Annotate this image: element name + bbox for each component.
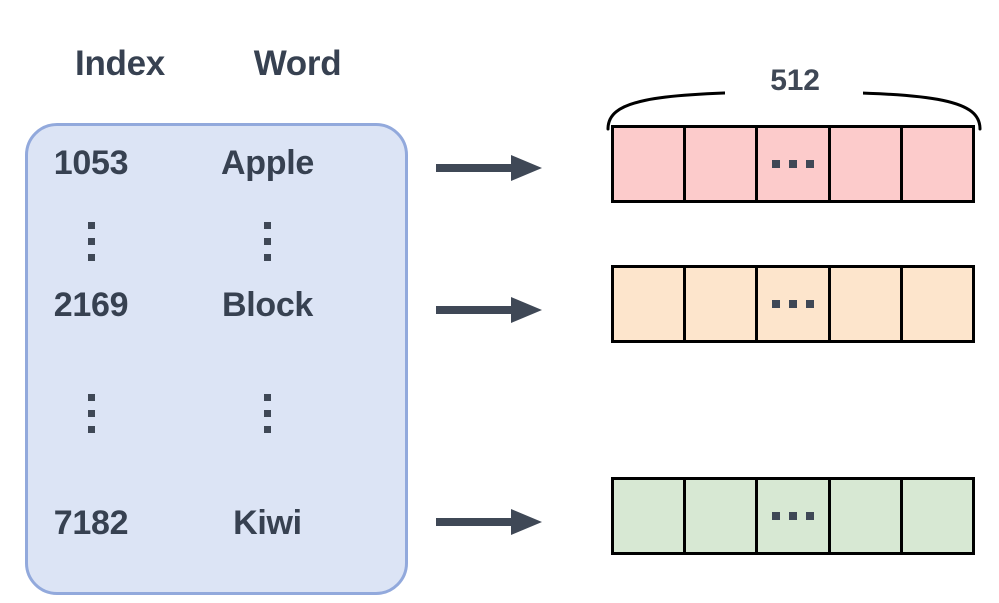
cell-index: 1053 (53, 143, 129, 182)
vector-cell-ellipsis (755, 125, 828, 203)
horizontal-ellipsis-icon (772, 512, 814, 520)
kiwi-embedding (611, 477, 976, 555)
arrow-apple (436, 155, 542, 181)
table-row: 1053 Apple (0, 140, 383, 186)
vector-cell (611, 477, 684, 555)
horizontal-ellipsis-icon (772, 160, 814, 168)
cell-index: 2169 (53, 285, 129, 324)
vector-cell (899, 477, 976, 555)
vertical-ellipsis-icon (2, 390, 180, 436)
vertical-ellipsis-icon (2, 218, 180, 264)
vector-cell-ellipsis (755, 265, 828, 343)
cell-word: Kiwi (233, 503, 302, 542)
arrow-block (436, 297, 542, 323)
block-embedding (611, 265, 976, 343)
vertical-ellipsis-icon (180, 390, 355, 436)
cell-word: Block (221, 285, 314, 324)
table-row: 7182 Kiwi (0, 500, 383, 546)
cell-index: 7182 (53, 503, 129, 542)
vector-cell (899, 125, 976, 203)
table-row: 2169 Block (0, 282, 383, 328)
vertical-ellipsis-icon (180, 218, 355, 264)
vector-cell (683, 125, 756, 203)
vector-cell (683, 265, 756, 343)
vector-cell (683, 477, 756, 555)
vector-cell-ellipsis (755, 477, 828, 555)
column-header-index: Index (75, 44, 165, 83)
apple-embedding (611, 125, 976, 203)
vector-cell (899, 265, 976, 343)
table-row-ellipsis (0, 390, 383, 436)
vector-cell (827, 125, 900, 203)
dimension-brace-icon (606, 86, 982, 131)
vector-cell (611, 125, 684, 203)
vector-cell (827, 477, 900, 555)
embedding-dimension-label: 512 (770, 64, 820, 97)
vector-cell (827, 265, 900, 343)
cell-word: Apple (221, 143, 314, 182)
horizontal-ellipsis-icon (772, 300, 814, 308)
table-row-ellipsis (0, 218, 383, 264)
arrow-kiwi (436, 509, 542, 535)
vector-cell (611, 265, 684, 343)
column-header-word: Word (253, 44, 342, 83)
vocabulary-lookup-table (25, 123, 408, 595)
